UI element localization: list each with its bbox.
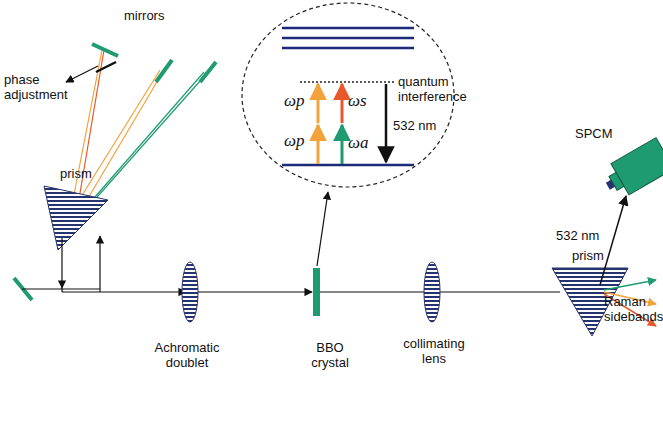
bbo-crystal [313, 268, 320, 316]
frequency-label: ωs [348, 92, 378, 110]
frequency-label: ωp [284, 92, 314, 110]
annotation-label: quantum interference [398, 74, 478, 104]
part-label: BBO crystal [300, 340, 360, 370]
mirror [92, 44, 216, 82]
achromatic-lens [182, 262, 198, 322]
transition-arrows [318, 84, 386, 164]
part-label: Achromatic doublet [132, 340, 242, 370]
beam-path [62, 236, 560, 292]
part-label: mirrors [124, 8, 184, 23]
part-label: collimating lens [396, 336, 472, 366]
spcm-detector [599, 138, 663, 202]
beam-path [22, 288, 100, 289]
part-label: SPCM [575, 126, 625, 141]
wavelength-label: 532 nm [556, 228, 616, 243]
collimating-lens [424, 262, 440, 322]
frequency-label: ωa [348, 134, 378, 152]
phase-plate [96, 62, 116, 72]
inset-pointer [317, 192, 328, 266]
part-label: prism [60, 166, 110, 181]
mirror-beams [72, 50, 208, 205]
annotation-label: Raman sidebands [604, 294, 660, 324]
energy-levels [282, 28, 414, 165]
prism-shape [44, 186, 108, 250]
part-label: prism [572, 248, 622, 263]
virtual-level [300, 81, 396, 83]
leader-line [66, 66, 98, 82]
wavelength-label: 532 nm [393, 118, 453, 133]
frequency-label: ωp [284, 132, 314, 150]
annotation-label: phase adjustment [4, 72, 68, 102]
